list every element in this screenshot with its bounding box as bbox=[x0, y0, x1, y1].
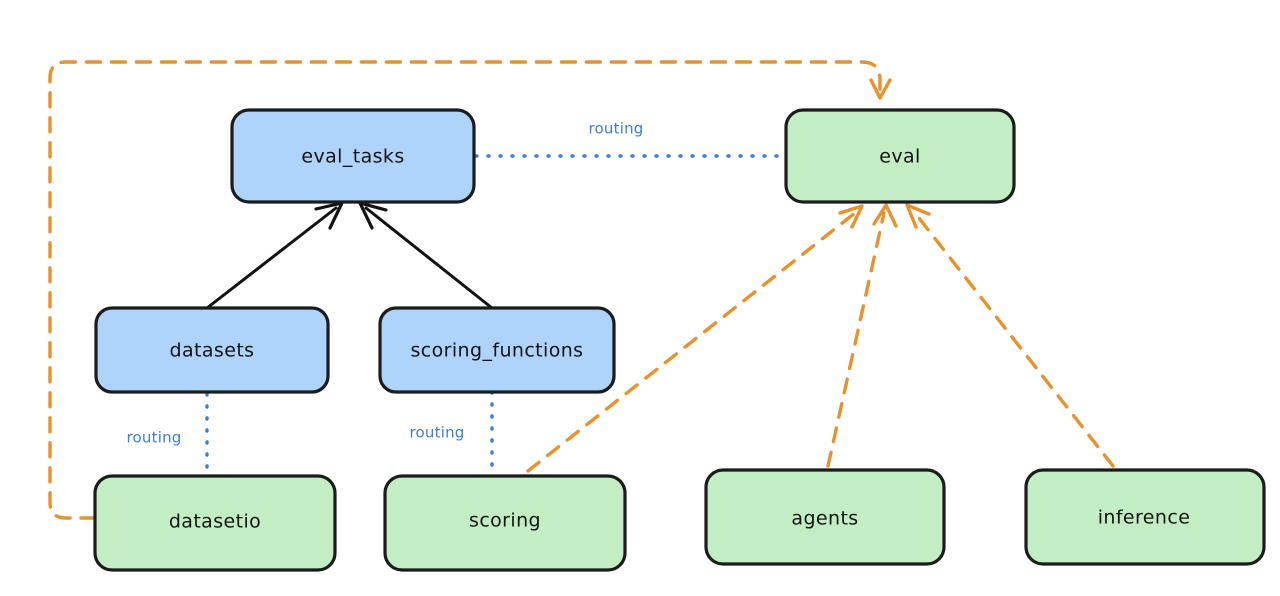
node-datasetio-label: datasetio bbox=[169, 511, 261, 533]
node-scoring-label: scoring bbox=[469, 510, 541, 532]
edge-inference-eval bbox=[905, 203, 1115, 468]
node-inference[interactable]: inference bbox=[1024, 468, 1266, 566]
node-eval-label: eval bbox=[879, 146, 920, 168]
node-eval-tasks-label: eval_tasks bbox=[301, 146, 404, 168]
arrowhead-agents-eval bbox=[872, 203, 898, 228]
node-eval[interactable]: eval bbox=[784, 108, 1016, 204]
node-agents[interactable]: agents bbox=[704, 468, 946, 566]
node-datasets-shape[interactable] bbox=[94, 306, 330, 394]
node-datasets[interactable]: datasets bbox=[94, 306, 330, 394]
node-datasetio[interactable]: datasetio bbox=[93, 474, 337, 572]
edge-datasetio-eval bbox=[48, 60, 892, 520]
node-inference-label: inference bbox=[1098, 507, 1191, 529]
arrowhead-inference-eval bbox=[905, 203, 931, 229]
arrowhead-datasetio-eval bbox=[869, 78, 892, 100]
node-scoring-functions[interactable]: scoring_functions bbox=[378, 306, 616, 394]
edge-label-routing-scoring-functions: routing bbox=[410, 424, 465, 442]
node-agents-label: agents bbox=[791, 508, 858, 530]
edge-agents-eval bbox=[826, 203, 898, 468]
node-eval-shape[interactable] bbox=[784, 108, 1016, 204]
edge-label-routing-eval-tasks: routing bbox=[589, 120, 644, 138]
node-scoring-shape[interactable] bbox=[383, 474, 627, 572]
node-inference-shape[interactable] bbox=[1024, 468, 1266, 566]
node-datasetio-shape[interactable] bbox=[93, 474, 337, 572]
node-scoring[interactable]: scoring bbox=[383, 474, 627, 572]
arrowhead-scoring-eval bbox=[838, 204, 864, 229]
node-agents-shape[interactable] bbox=[704, 468, 946, 566]
edge-scoring-eval bbox=[526, 204, 864, 473]
node-eval-tasks-shape[interactable] bbox=[230, 108, 476, 204]
edge-label-routing-datasets: routing bbox=[127, 429, 182, 447]
node-scoring-functions-shape[interactable] bbox=[378, 306, 616, 394]
node-datasets-label: datasets bbox=[170, 340, 255, 362]
node-scoring-functions-label: scoring_functions bbox=[411, 340, 584, 362]
node-eval-tasks[interactable]: eval_tasks bbox=[230, 108, 476, 204]
